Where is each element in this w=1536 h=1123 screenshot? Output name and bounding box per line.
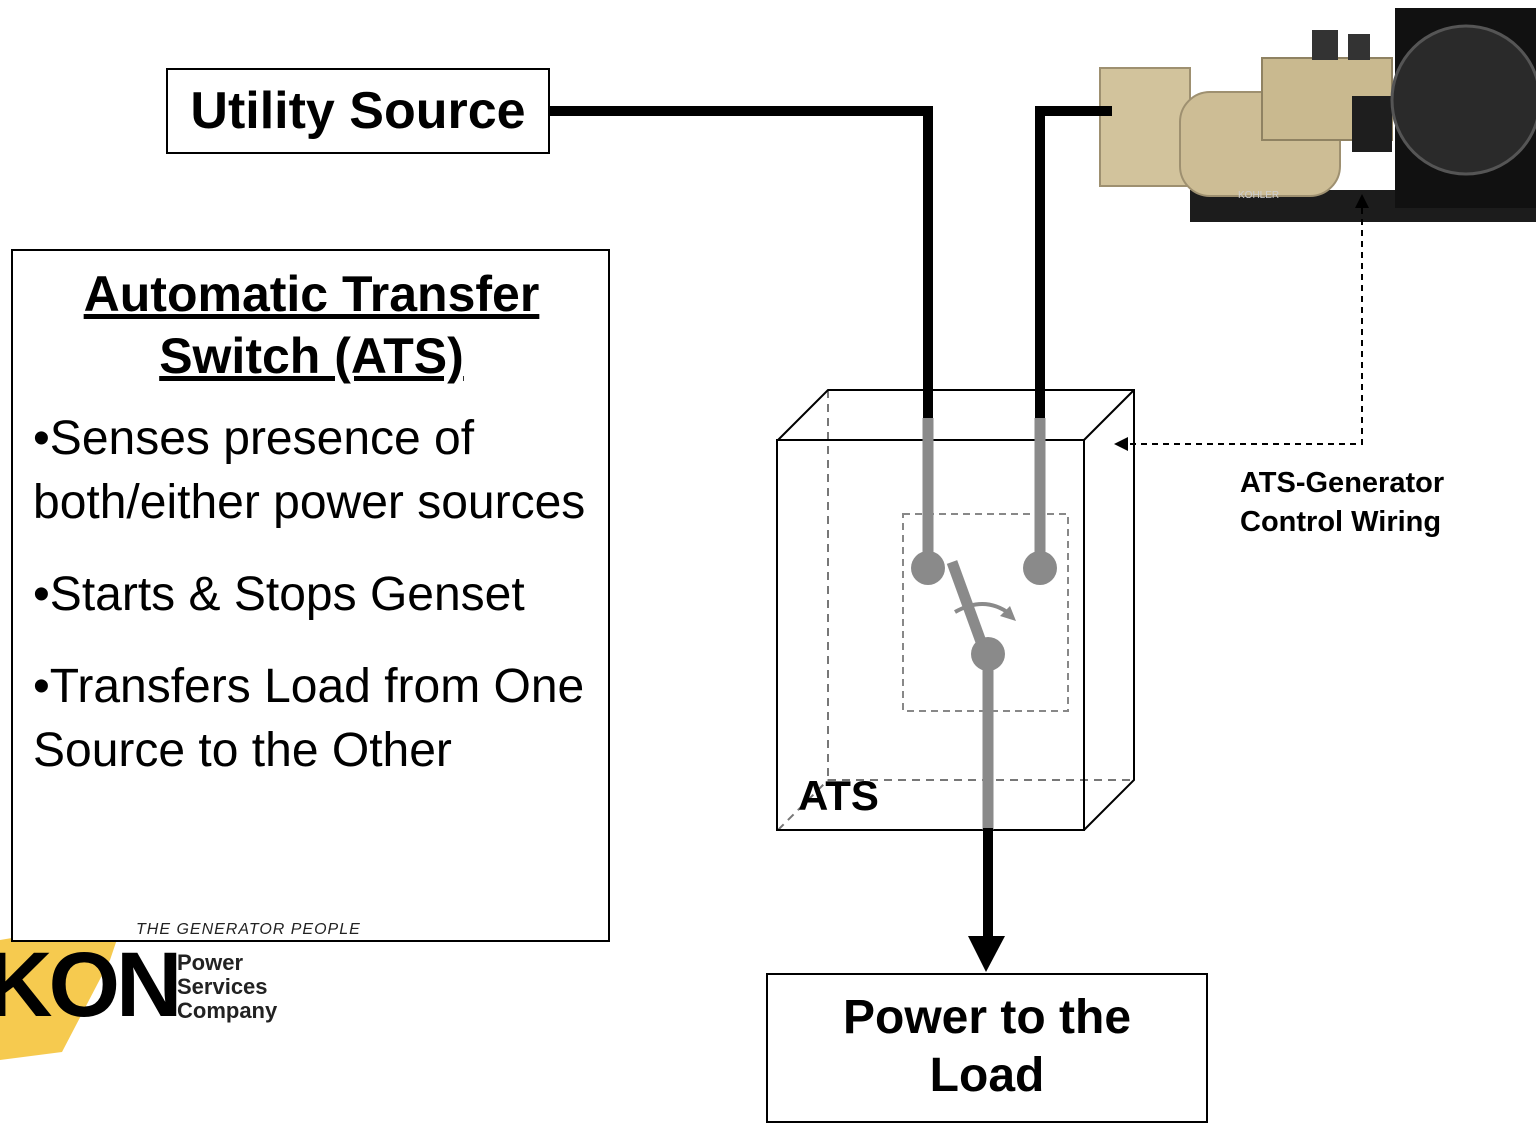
generator-power-line bbox=[1035, 106, 1112, 420]
load-label-line2: Load bbox=[929, 1049, 1045, 1102]
control-wiring-label-line2: Control Wiring bbox=[1240, 506, 1442, 538]
control-wiring-label-line1: ATS-Generator bbox=[1240, 467, 1445, 499]
info-bullet-1: •Senses presence of both/either power so… bbox=[33, 412, 586, 529]
info-title: Automatic Transfer Switch (ATS) bbox=[83, 266, 540, 384]
logo-sub-2: Services bbox=[177, 974, 268, 999]
generator-image: KOHLER bbox=[1099, 8, 1536, 222]
company-logo: KON bbox=[0, 934, 182, 1036]
generator-contact bbox=[1023, 551, 1057, 585]
ats-label: ATS bbox=[798, 772, 879, 819]
generator-brand: KOHLER bbox=[1238, 190, 1279, 201]
info-bullet-3: •Transfers Load from One Source to the O… bbox=[33, 660, 585, 777]
control-wiring-arrow-up-icon bbox=[1355, 194, 1369, 208]
control-wiring-line bbox=[1128, 208, 1363, 445]
ats-info-box: Automatic Transfer Switch (ATS) •Senses … bbox=[11, 249, 610, 942]
control-wiring-label: ATS-Generator Control Wiring bbox=[1240, 464, 1444, 542]
utility-source-label: Utility Source bbox=[190, 82, 526, 140]
logo-sub-1: Power bbox=[177, 950, 244, 975]
utility-contact bbox=[911, 551, 945, 585]
load-label-line1: Power to the bbox=[842, 991, 1132, 1044]
info-bullet-2: •Starts & Stops Genset bbox=[33, 568, 525, 621]
control-wiring-arrow-left-icon bbox=[1114, 437, 1128, 451]
logo-subtitle: Power Services Company bbox=[177, 951, 277, 1023]
power-to-load-box: Power to the Load bbox=[766, 973, 1208, 1123]
radiator-fan-icon bbox=[1390, 24, 1536, 176]
logo-tagline: THE GENERATOR PEOPLE bbox=[136, 921, 361, 938]
logo-sub-3: Company bbox=[177, 998, 278, 1023]
transfer-switch bbox=[911, 418, 1057, 830]
utility-power-line bbox=[550, 106, 933, 420]
load-arrow-icon bbox=[968, 936, 1005, 972]
utility-source-box: Utility Source bbox=[166, 68, 550, 154]
